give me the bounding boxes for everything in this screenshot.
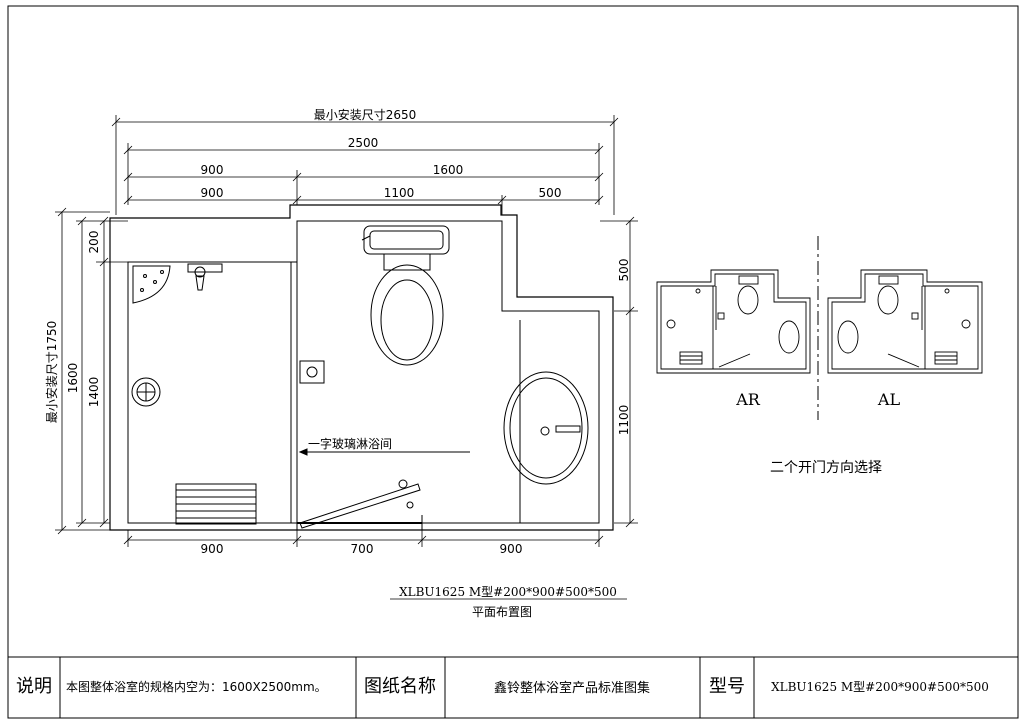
- variant-ar-label: AR: [735, 390, 761, 409]
- plan-model-line: XLBU1625 M型#200*900#500*500: [399, 585, 617, 599]
- dim-top-500: 500: [539, 186, 562, 200]
- dim-bottom-900-a: 900: [201, 542, 224, 556]
- dim-top-900-b: 900: [201, 186, 224, 200]
- dim-bottom-900-b: 900: [500, 542, 523, 556]
- model-value: XLBU1625 M型#200*900#500*500: [771, 680, 989, 694]
- dim-right-1100: 1100: [617, 405, 631, 436]
- drawing-name-heading: 图纸名称: [364, 676, 436, 697]
- floor-drain-icon: [131, 377, 161, 407]
- variants-caption: 二个开门方向选择: [770, 460, 882, 476]
- title-block: [8, 656, 1018, 718]
- dim-bottom-700: 700: [351, 542, 374, 556]
- model-heading: 型号: [709, 676, 745, 697]
- sink-icon: [503, 371, 589, 485]
- towel-rack-icon: [175, 483, 257, 525]
- dim-left-200: 200: [87, 231, 101, 254]
- dim-left-1400: 1400: [87, 377, 101, 408]
- drawing-name: 鑫铃整体浴室产品标准图集: [494, 680, 650, 696]
- plan-caption: 平面布置图: [472, 605, 532, 619]
- sheet-border: [7, 5, 1019, 719]
- shower-label: 一字玻璃淋浴间: [308, 436, 392, 451]
- floor-plan: [109, 204, 614, 531]
- toilet-icon: [361, 225, 450, 366]
- variant-al-plan: [827, 269, 983, 374]
- variant-al-label: AL: [877, 390, 901, 409]
- dim-top-1600: 1600: [433, 163, 464, 177]
- dim-total-width: 2500: [348, 136, 379, 150]
- corner-shelf-icon: [132, 265, 171, 304]
- dim-top-900-a: 900: [201, 163, 224, 177]
- dim-right-500: 500: [617, 259, 631, 282]
- note-heading: 说明: [16, 676, 52, 697]
- dim-top-1100: 1100: [384, 186, 415, 200]
- glass-door-icon: [296, 405, 423, 530]
- dimension-lines: [55, 115, 638, 547]
- dim-min-install-depth: 最小安装尺寸1750: [44, 321, 59, 424]
- dim-left-1600: 1600: [66, 363, 80, 394]
- dim-min-install-width: 最小安装尺寸2650: [314, 107, 417, 122]
- variant-ar-plan: [656, 269, 811, 374]
- inner-wall: [127, 220, 600, 524]
- outer-wall: [109, 204, 614, 531]
- shower-leader-arrow: [298, 448, 308, 456]
- small-drain-icon: [299, 360, 325, 384]
- shower-mixer-icon: [187, 263, 223, 291]
- note-text: 本图整体浴室的规格内空为：1600X2500mm。: [66, 679, 327, 694]
